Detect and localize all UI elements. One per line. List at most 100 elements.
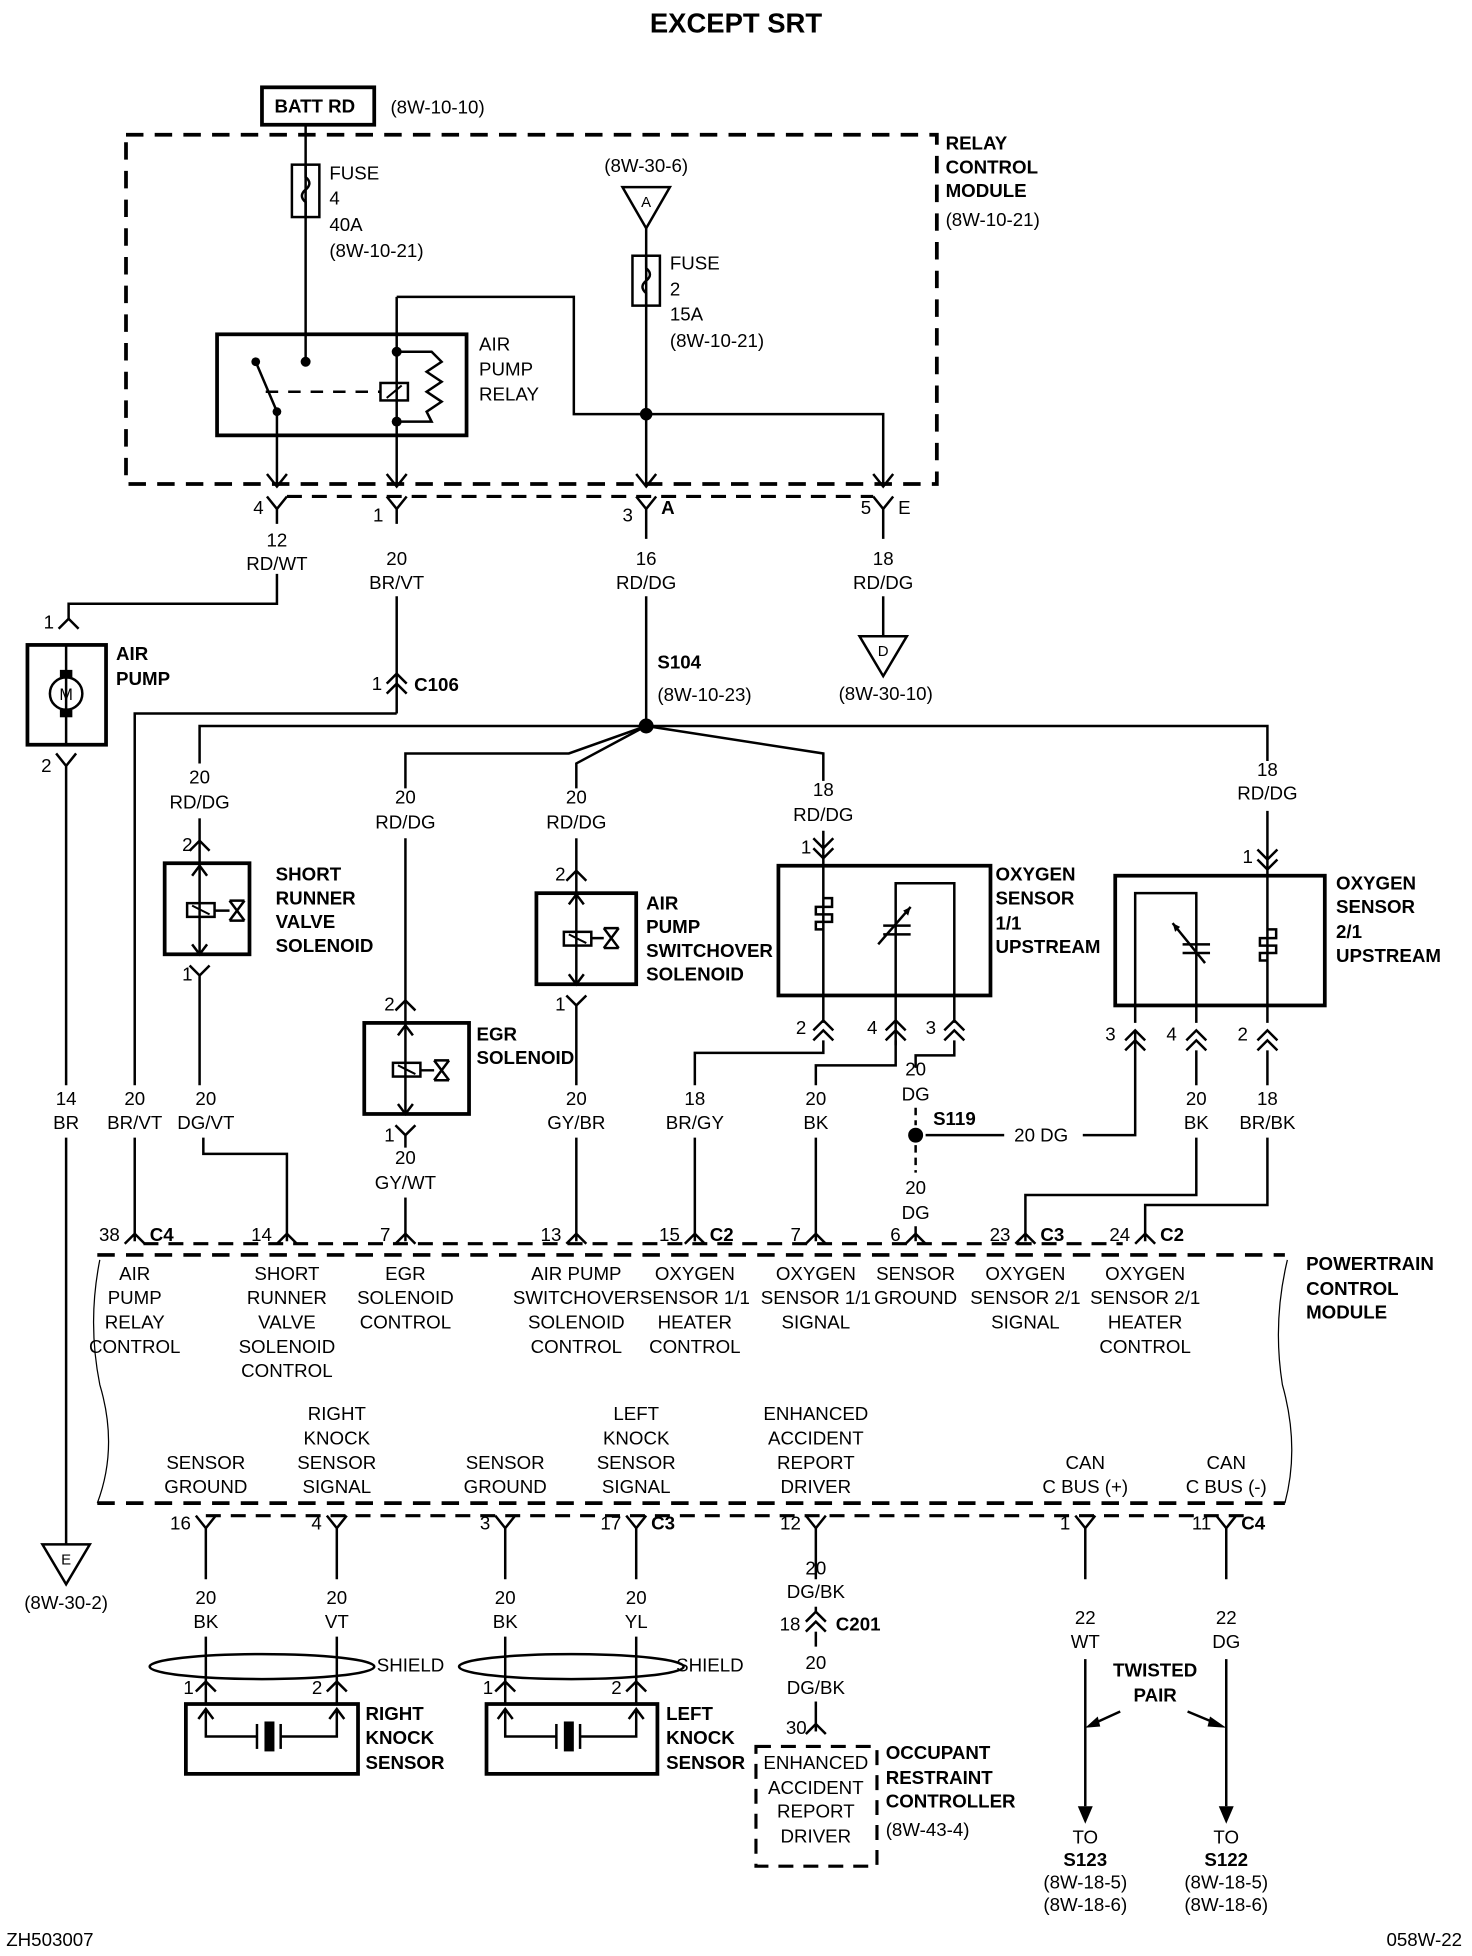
pin-number: 38 [99, 1224, 120, 1245]
s104-label: S104 [657, 652, 701, 673]
wire-gauge: 22 [1075, 1607, 1096, 1628]
to-ref: (8W-18-6) [1043, 1894, 1127, 1915]
wire-gauge: 20 [189, 766, 210, 787]
s119-label: S119 [933, 1108, 976, 1129]
batt-rd-ref: (8W-10-10) [390, 97, 484, 118]
wire-gauge: 18 [813, 779, 834, 800]
component-name: RIGHT [366, 1703, 425, 1724]
pcm-pin-function: SENSOR [597, 1452, 676, 1473]
pcm-bottom-pin: 3SENSORGROUND20BK [464, 1452, 547, 1704]
pcm-pin-function: CONTROL [241, 1360, 332, 1381]
page-id: 058W-22 [1386, 1929, 1462, 1950]
wire-gauge: 22 [1216, 1607, 1237, 1628]
connector-id: C4 [1241, 1512, 1266, 1533]
wire-gauge: 20 [395, 1147, 416, 1168]
wire-color: BK [803, 1112, 828, 1133]
wire-gauge: 20 [495, 1587, 516, 1608]
wire-gauge: 20 [566, 1088, 587, 1109]
pin-label: 4 [867, 1017, 877, 1038]
pcm-pin-function: REPORT [777, 1452, 855, 1473]
wire-color: BK [493, 1611, 518, 1632]
s104-ref: (8W-10-23) [657, 684, 751, 705]
pcm-pin-function: RIGHT [308, 1403, 366, 1424]
pcm-name: MODULE [1306, 1302, 1387, 1323]
wire-gauge: 18 [1257, 1088, 1278, 1109]
rcm-pin-5: 5 [861, 497, 871, 518]
twisted-pair-label: TWISTED [1113, 1660, 1197, 1681]
wire-color: DG/VT [177, 1112, 234, 1133]
pcm-pin-function: VALVE [258, 1312, 316, 1333]
pcm-pin-function: SIGNAL [991, 1312, 1060, 1333]
pcm-pin-function: SENSOR [466, 1452, 545, 1473]
orc-inner: ENHANCED [763, 1752, 868, 1773]
air-pump-pin: 1 [44, 612, 54, 633]
pin-label: 1 [483, 1677, 493, 1698]
pcm-pin-function: SIGNAL [303, 1476, 372, 1497]
fuse2-ref: (8W-10-21) [670, 330, 764, 351]
pin-number: 1 [1060, 1512, 1070, 1533]
wire-gauge: 20 [905, 1058, 926, 1079]
orc-ref: (8W-43-4) [886, 1819, 970, 1840]
pin-number: 24 [1109, 1224, 1130, 1245]
pin-number: 7 [380, 1224, 390, 1245]
pcm-name: POWERTRAIN [1306, 1253, 1434, 1274]
twisted-pair-label: PAIR [1133, 1685, 1177, 1706]
component-name: KNOCK [366, 1727, 435, 1748]
fuse2-number: 2 [670, 279, 680, 300]
component-name: UPSTREAM [1336, 945, 1441, 966]
wire-gauge: 20 [566, 786, 587, 807]
wire-color: DG [902, 1202, 930, 1223]
component-name: RUNNER [276, 887, 357, 908]
component-name: PUMP [646, 916, 700, 937]
wire-color: DG [1212, 1631, 1240, 1652]
connector-id: C2 [710, 1224, 734, 1245]
fuse4-label: FUSE [329, 163, 379, 184]
pcm-pin-function: GROUND [464, 1476, 547, 1497]
air-pump-relay: AIR PUMP RELAY [217, 297, 883, 484]
pcm-pin-function: SENSOR 2/1 [970, 1287, 1080, 1308]
wire-color: RD/WT [246, 553, 307, 574]
pin-label: 1 [555, 993, 565, 1014]
pcm-pin-function: SENSOR [876, 1263, 955, 1284]
connector-id: C3 [651, 1512, 675, 1533]
pin-number: 23 [990, 1224, 1011, 1245]
pcm-pin-function: KNOCK [603, 1428, 670, 1449]
pin-label: 2 [384, 993, 394, 1014]
pcm-pin-function: SENSOR 1/1 [761, 1287, 871, 1308]
pcm-pin-function: AIR [119, 1263, 150, 1284]
ref-a-page: (8W-30-6) [604, 155, 688, 176]
wire-gauge: 18 [1257, 759, 1278, 780]
component-name: KNOCK [666, 1727, 735, 1748]
wire-gauge: 18 [873, 548, 894, 569]
s104-splice: S104 (8W-10-23) [200, 596, 1268, 788]
pcm-pin-function: ENHANCED [763, 1403, 868, 1424]
wire-color: VT [325, 1611, 349, 1632]
orc-inner: DRIVER [781, 1825, 852, 1846]
pcm-pin-function: CONTROL [531, 1336, 622, 1357]
pin-number: 17 [600, 1512, 621, 1533]
connector-id: C3 [1040, 1224, 1064, 1245]
component-name: LEFT [666, 1703, 713, 1724]
pcm-pin-function: OXYGEN [985, 1263, 1065, 1284]
pin-number: 15 [659, 1224, 680, 1245]
pcm-pin-function: SWITCHOVER [513, 1287, 640, 1308]
fuse4-ref: (8W-10-21) [329, 240, 423, 261]
rcm-pin-1: 1 [373, 504, 383, 525]
fuse-2: (8W-30-6) A FUSE 2 15A (8W-10-21) [604, 155, 764, 484]
fuse2-label: FUSE [670, 252, 720, 273]
wire-gauge: 20 [124, 1088, 145, 1109]
wire-color: DG/BK [787, 1677, 846, 1698]
pin-number: 16 [170, 1512, 191, 1533]
ref-e-page: (8W-30-2) [24, 1592, 108, 1613]
component-name: SOLENOID [477, 1047, 575, 1068]
pcm-pin-function: SOLENOID [357, 1287, 454, 1308]
component-name: OCCUPANT [886, 1742, 991, 1763]
c106-label: C106 [414, 674, 459, 695]
connector-id: C2 [1160, 1224, 1184, 1245]
pcm-pin-function: SENSOR 1/1 [640, 1287, 750, 1308]
pcm-pin-function: SENSOR [297, 1452, 376, 1473]
batt-rd-source: BATT RD (8W-10-10) [262, 87, 485, 124]
ref-a-letter: A [641, 194, 651, 211]
to-ref: (8W-18-5) [1043, 1872, 1127, 1893]
ref-d-page: (8W-30-10) [839, 683, 933, 704]
